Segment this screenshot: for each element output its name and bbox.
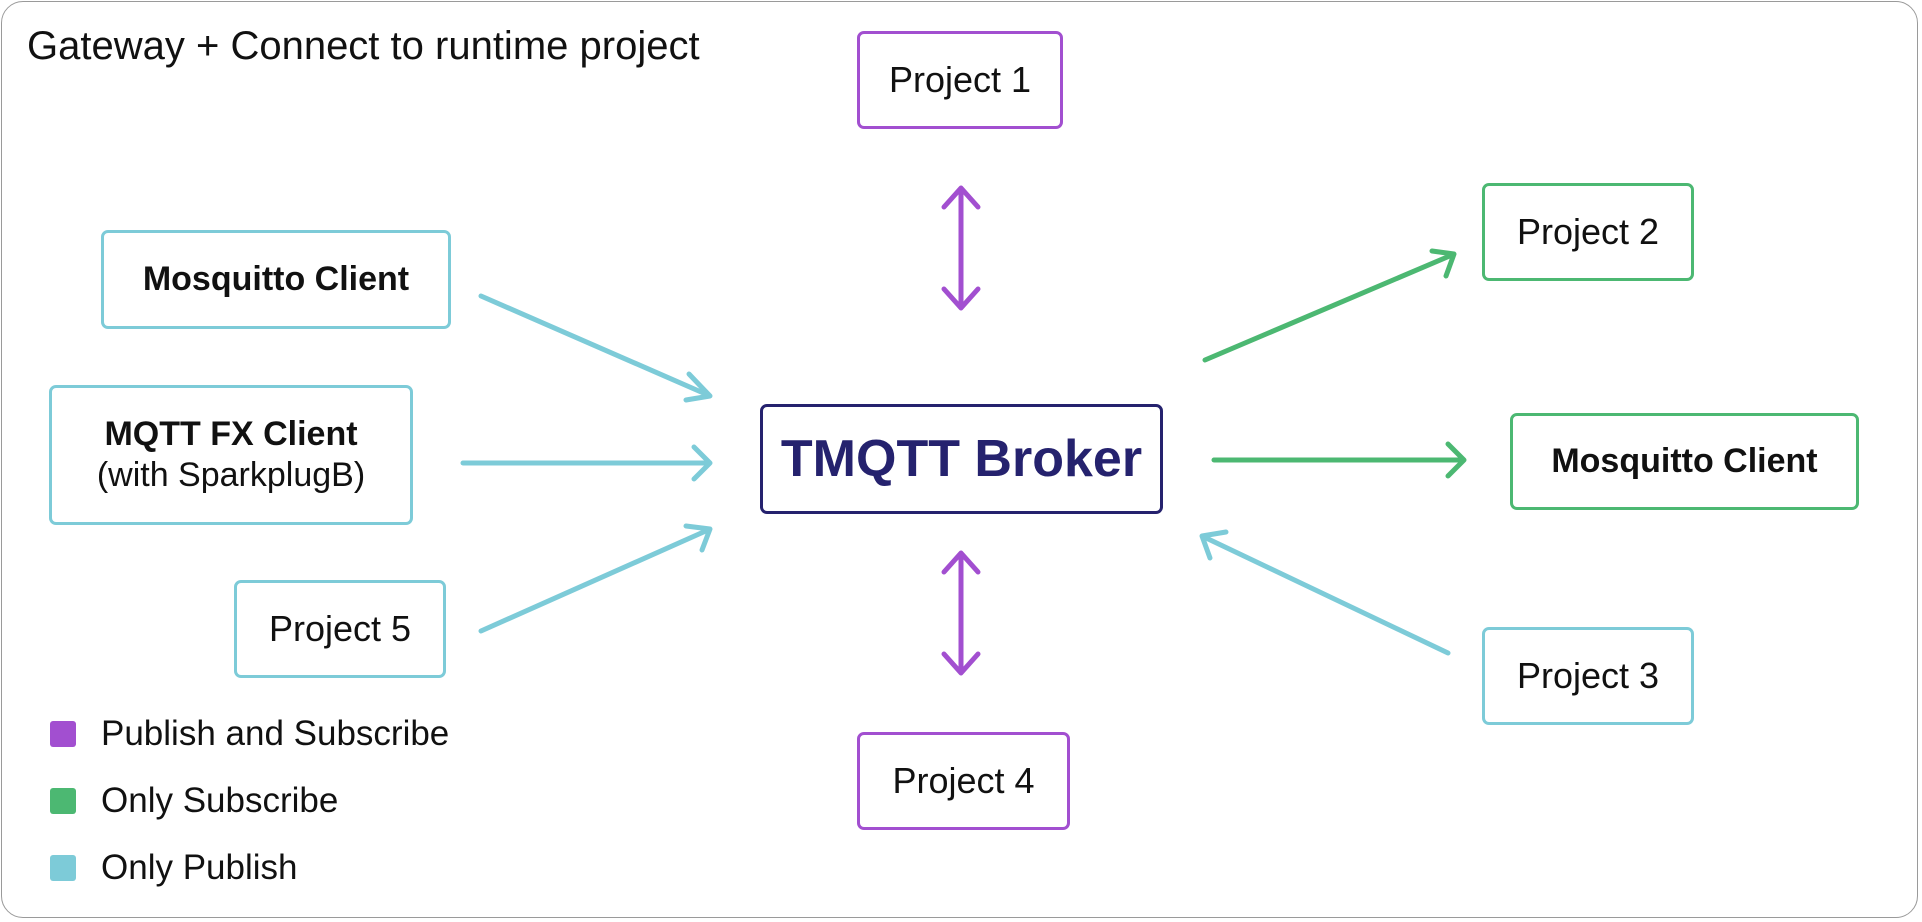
- node-mosquitto-client-right-label: Mosquitto Client: [1551, 442, 1818, 481]
- legend-label-only-publish: Only Publish: [101, 847, 298, 887]
- node-mosquitto-client-left: Mosquitto Client: [101, 230, 451, 329]
- legend: Publish and Subscribe Only Subscribe Onl…: [50, 700, 449, 901]
- node-mqttfx-client-label: MQTT FX Client: [104, 415, 358, 454]
- legend-swatch-publish-subscribe: [50, 720, 76, 747]
- arrow-project1-broker: [941, 185, 981, 311]
- node-tmqtt-broker: TMQTT Broker: [760, 404, 1163, 514]
- legend-label-publish-subscribe: Publish and Subscribe: [101, 713, 450, 753]
- legend-label-only-subscribe: Only Subscribe: [101, 780, 339, 820]
- node-project1: Project 1: [857, 31, 1063, 129]
- legend-swatch-only-subscribe: [50, 787, 76, 814]
- node-mosquitto-client-left-label: Mosquitto Client: [142, 260, 410, 299]
- arrow-project3-to-broker: [1199, 529, 1451, 656]
- node-tmqtt-broker-label: TMQTT Broker: [780, 429, 1143, 488]
- node-project5-label: Project 5: [268, 608, 412, 650]
- node-project2-label: Project 2: [1516, 211, 1660, 253]
- legend-swatch-only-publish: [50, 854, 76, 881]
- arrow-broker-to-mosquitto-right: [1211, 441, 1467, 479]
- legend-item-only-publish: Only Publish: [50, 834, 449, 901]
- arrow-mqttfx-to-broker: [460, 444, 713, 482]
- node-project3-label: Project 3: [1516, 655, 1660, 697]
- arrow-broker-to-project2: [1202, 248, 1457, 363]
- arrow-mosquitto-left-to-broker: [478, 293, 713, 403]
- legend-item-only-subscribe: Only Subscribe: [50, 767, 449, 834]
- arrow-project5-to-broker: [478, 523, 713, 634]
- node-mosquitto-client-right: Mosquitto Client: [1510, 413, 1859, 510]
- node-project3: Project 3: [1482, 627, 1694, 725]
- node-mqttfx-client: MQTT FX Client (with SparkplugB): [49, 385, 413, 525]
- node-project4-label: Project 4: [892, 760, 1035, 802]
- node-project5: Project 5: [234, 580, 446, 678]
- node-mqttfx-client-sublabel: (with SparkplugB): [96, 456, 366, 494]
- arrow-project4-broker: [941, 550, 981, 676]
- diagram-title: Gateway + Connect to runtime project: [27, 24, 700, 68]
- node-project4: Project 4: [857, 732, 1070, 830]
- node-project2: Project 2: [1482, 183, 1694, 281]
- node-project1-label: Project 1: [888, 59, 1032, 101]
- legend-item-publish-subscribe: Publish and Subscribe: [50, 700, 449, 767]
